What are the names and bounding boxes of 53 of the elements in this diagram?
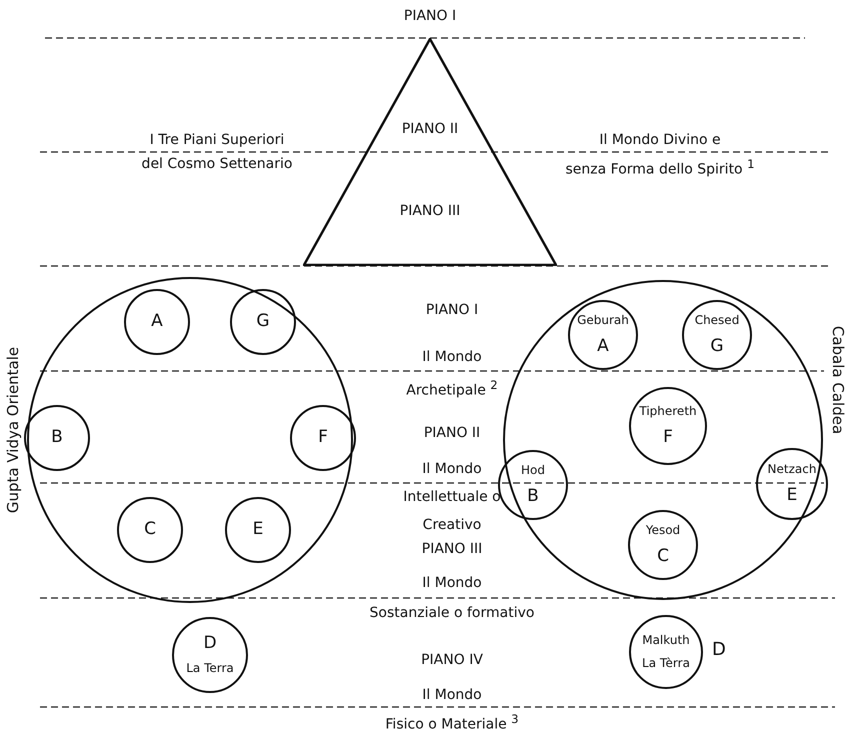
plane-label: PIANO III bbox=[400, 203, 460, 219]
plane-label: Il Mondo Fisico o Materiale $^{3}$ bbox=[385, 686, 519, 735]
circle-label: La Tèrra bbox=[642, 656, 690, 670]
plane-label: PIANO IV bbox=[421, 651, 483, 670]
circle bbox=[498, 450, 568, 520]
circle-label: E bbox=[786, 486, 798, 506]
circle bbox=[172, 617, 248, 693]
circle bbox=[628, 510, 698, 580]
circle bbox=[568, 300, 638, 370]
circle-label: Malkuth bbox=[642, 634, 690, 648]
circle-label: A bbox=[597, 336, 609, 356]
circle-label: D bbox=[203, 634, 217, 654]
circle-label: Chesed bbox=[694, 314, 740, 328]
plane-label: Il Mondo Intellettuale o Creativo bbox=[403, 460, 501, 535]
plane-label: Il Mondo Archetipale $^{2}$ bbox=[406, 348, 498, 401]
circle bbox=[230, 289, 296, 355]
triangle bbox=[303, 38, 557, 266]
circle bbox=[629, 615, 703, 689]
circle bbox=[629, 387, 707, 465]
circle-label: E bbox=[252, 520, 264, 540]
circle bbox=[290, 405, 356, 471]
circle-heading: Cabala Caldea bbox=[829, 326, 847, 434]
circle-label: A bbox=[151, 312, 163, 332]
circle-label: B bbox=[51, 428, 63, 448]
circle bbox=[756, 448, 828, 520]
plane-label: PIANO II bbox=[424, 424, 480, 443]
circle bbox=[117, 497, 183, 563]
plane-label: PIANO I bbox=[426, 301, 478, 320]
plane-label: PIANO I bbox=[404, 7, 456, 26]
circle-label: C bbox=[144, 520, 156, 540]
circle-label: Hod bbox=[521, 464, 545, 478]
circle-side-label: D bbox=[712, 639, 726, 660]
plane-label: I Tre Piani Superiori del Cosmo Settenario bbox=[142, 131, 292, 174]
circle-label: Yesod bbox=[646, 524, 680, 538]
circle bbox=[225, 497, 291, 563]
circle-label: Geburah bbox=[577, 314, 629, 328]
circle-label: F bbox=[663, 428, 673, 448]
plane-label: Il Mondo Divino e senza Forma dello Spirito $^{1}$ bbox=[566, 131, 754, 180]
circle-label: F bbox=[318, 428, 328, 448]
circle-label: Netzach bbox=[768, 462, 816, 477]
circle bbox=[682, 300, 752, 370]
plane-label: PIANO II bbox=[402, 121, 458, 137]
circle-label: G bbox=[256, 312, 270, 332]
circle-label: La Terra bbox=[186, 662, 234, 676]
plane-label: PIANO III bbox=[422, 540, 482, 559]
circle-label: G bbox=[710, 336, 724, 356]
circle-label: C bbox=[657, 546, 669, 566]
circle-label: Tiphereth bbox=[639, 404, 697, 419]
circle-label: B bbox=[527, 486, 539, 506]
circle bbox=[124, 289, 190, 355]
circle bbox=[24, 405, 90, 471]
circle-heading: Gupta Vidya Orientale bbox=[4, 346, 22, 514]
plane-label: Il Mondo Sostanziale o formativo bbox=[370, 574, 534, 623]
